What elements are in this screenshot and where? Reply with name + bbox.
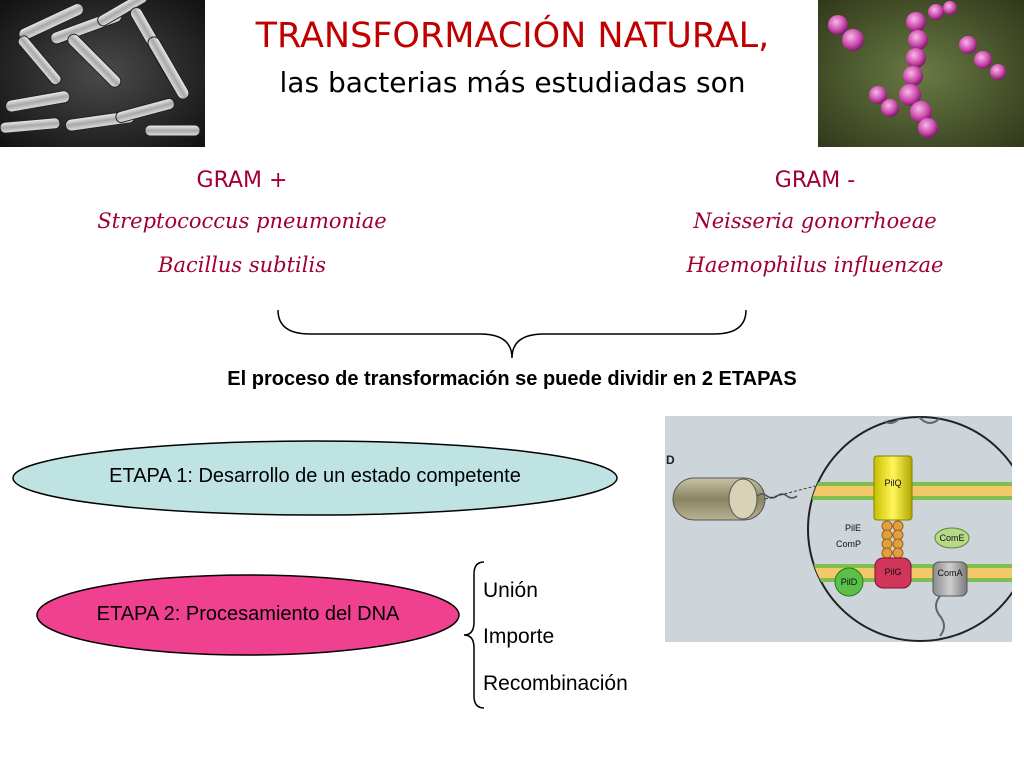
step-binding: Unión	[483, 579, 538, 602]
label-pild: PilD	[841, 577, 858, 587]
gram-negative-species-2: Haemophilus influenzae	[686, 253, 944, 277]
gram-positive-species-2: Bacillus subtilis	[158, 253, 326, 277]
bacillus-micrograph	[0, 0, 205, 147]
step-import: Importe	[483, 625, 555, 648]
grouping-brace	[277, 309, 747, 359]
gram-positive-species-1: Streptococcus pneumoniae	[97, 209, 387, 233]
label-pilq: PilQ	[884, 478, 901, 488]
label-pile: PilE	[845, 523, 861, 533]
stage2-ellipse	[36, 574, 460, 656]
stage1-label: ETAPA 1: Desarrollo de un estado compete…	[109, 465, 521, 487]
process-statement: El proceso de transformación se puede di…	[227, 368, 797, 390]
stage2-label: ETAPA 2: Procesamiento del DNA	[96, 603, 400, 625]
transformation-machinery-diagram: D	[665, 416, 1012, 642]
slide-subtitle: las bacterias más estudiadas son	[279, 66, 746, 99]
panel-letter: D	[666, 453, 675, 467]
gram-positive-heading: GRAM +	[196, 168, 288, 193]
steps-brace	[463, 561, 485, 709]
stage1-ellipse	[12, 440, 618, 516]
label-coma: ComA	[937, 568, 962, 578]
label-pilg: PilG	[884, 567, 901, 577]
gram-negative-species-1: Neisseria gonorrhoeae	[693, 209, 937, 233]
step-recombination: Recombinación	[483, 672, 628, 695]
streptococcus-micrograph	[818, 0, 1024, 147]
gram-negative-heading: GRAM -	[774, 168, 856, 193]
bacterium-cell	[672, 477, 798, 521]
label-comp: ComP	[836, 539, 861, 549]
label-come: ComE	[939, 533, 964, 543]
slide-title: TRANSFORMACIÓN NATURAL,	[255, 16, 770, 56]
